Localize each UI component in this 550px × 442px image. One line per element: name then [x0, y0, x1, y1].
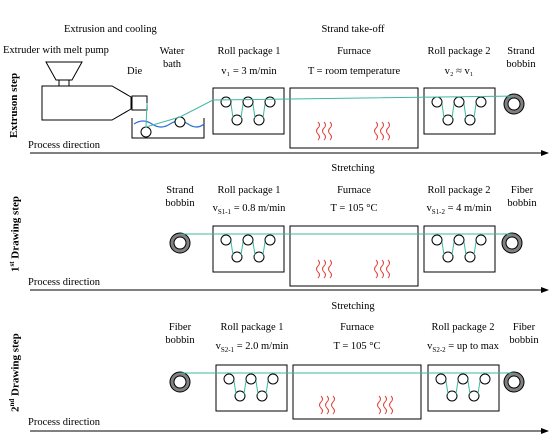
- roll-package-1-title: Roll package 1: [220, 322, 284, 333]
- furnace-title: Furnace: [337, 185, 371, 196]
- die-label: Die: [127, 66, 143, 77]
- right-bobbin-label-2: bobbin: [507, 198, 537, 209]
- roll-package-2-speed: vS1-2 = 4 m/min: [426, 203, 492, 217]
- roll-package-1-box: [215, 364, 288, 412]
- process-direction-label: Process direction: [28, 140, 101, 151]
- roll-package-2-box: [423, 225, 496, 273]
- furnace-box: [289, 225, 419, 287]
- roll-package-2-rolls: [431, 96, 487, 126]
- furnace-box: [292, 364, 422, 420]
- bath-roll-1: [140, 126, 152, 138]
- process-direction-label: Process direction: [28, 277, 101, 288]
- roll-package-1-rolls: [220, 234, 276, 263]
- header-stretching-1: Stretching: [331, 163, 375, 174]
- drawing-step-2: [30, 364, 549, 434]
- roll-package-1-box: [212, 87, 285, 135]
- right-bobbin-label-1: Fiber: [510, 185, 534, 196]
- roll-package-1-box: [212, 225, 285, 273]
- strand-line: [145, 95, 515, 128]
- roll-package-2-title: Roll package 2: [431, 322, 495, 333]
- left-bobbin-label-2: bobbin: [165, 198, 195, 209]
- furnace-title: Furnace: [340, 322, 374, 333]
- water-wave-icon: [133, 120, 205, 128]
- die-icon: [131, 95, 148, 111]
- roll-package-2-speed: vS2-2 = up to max: [427, 341, 499, 355]
- roll-package-2-box: [427, 364, 500, 412]
- roll-package-1-title: Roll package 1: [217, 46, 281, 57]
- heat-icon: [316, 259, 390, 279]
- fiber-bobbin-icon: [503, 371, 525, 393]
- hopper-icon: [45, 61, 83, 81]
- roll-package-1-speed: v₁ = 3 m/min: [221, 66, 277, 77]
- water-bath-icon: [131, 118, 205, 139]
- roll-package-2-box: [423, 87, 496, 135]
- furnace-title: Furnace: [337, 46, 371, 57]
- side-label-extrusion: Extruson step: [8, 72, 20, 138]
- side-label-drawing-1: 1st Drawing step: [8, 196, 22, 272]
- heat-icon: [319, 395, 393, 415]
- roll-package-2-title: Roll package 2: [427, 185, 491, 196]
- extruder-label: Extruder with melt pump: [3, 45, 109, 56]
- header-stretching-2: Stretching: [331, 301, 375, 312]
- strand-bobbin-icon: [503, 93, 525, 115]
- furnace-temperature: T = room temperature: [307, 66, 401, 77]
- roll-package-1-rolls: [223, 373, 279, 402]
- furnace-temperature: T = 105 °C: [330, 203, 378, 214]
- roll-strand-links: [233, 380, 481, 395]
- fiber-bobbin-icon: [501, 232, 523, 254]
- roll-strand-links: [230, 241, 477, 256]
- extruder-icon: [41, 85, 132, 121]
- strand-bobbin-label-2: bobbin: [506, 59, 536, 70]
- roll-package-1-speed: vS1-1 = 0.8 m/min: [212, 203, 286, 217]
- furnace-box: [289, 87, 419, 149]
- left-bobbin-label-1: Fiber: [168, 322, 192, 333]
- water-bath-label-1: Water: [159, 46, 185, 57]
- fiber-bobbin-icon: [169, 371, 191, 393]
- right-bobbin-label-2: bobbin: [509, 335, 539, 346]
- roll-package-1-speed: vS2-1 = 2.0 m/min: [215, 341, 289, 355]
- process-direction-label: Process direction: [28, 417, 101, 428]
- water-bath-label-2: bath: [162, 59, 182, 70]
- furnace-temperature: T = 105 °C: [333, 341, 381, 352]
- drawing-step-1: [30, 225, 549, 293]
- side-label-drawing-2: 2nd Drawing step: [8, 333, 22, 412]
- left-bobbin-label-1: Strand: [166, 185, 194, 196]
- header-strand-takeoff: Strand take-off: [321, 24, 385, 35]
- roll-package-2-speed: v₂ ≈ v₁: [444, 66, 474, 77]
- roll-strand-links: [230, 103, 477, 119]
- extrusion-step: [30, 61, 549, 156]
- roll-package-2-rolls: [431, 234, 487, 263]
- header-extrusion-cooling: Extrusion and cooling: [64, 24, 157, 35]
- roll-package-2-rolls: [435, 373, 491, 402]
- left-bobbin-label-2: bobbin: [165, 335, 195, 346]
- right-bobbin-label-1: Fiber: [512, 322, 536, 333]
- roll-package-2-title: Roll package 2: [427, 46, 491, 57]
- strand-bobbin-label-1: Strand: [507, 46, 535, 57]
- strand-bobbin-icon: [169, 232, 191, 254]
- roll-package-1-title: Roll package 1: [217, 185, 281, 196]
- heat-icon: [316, 121, 390, 141]
